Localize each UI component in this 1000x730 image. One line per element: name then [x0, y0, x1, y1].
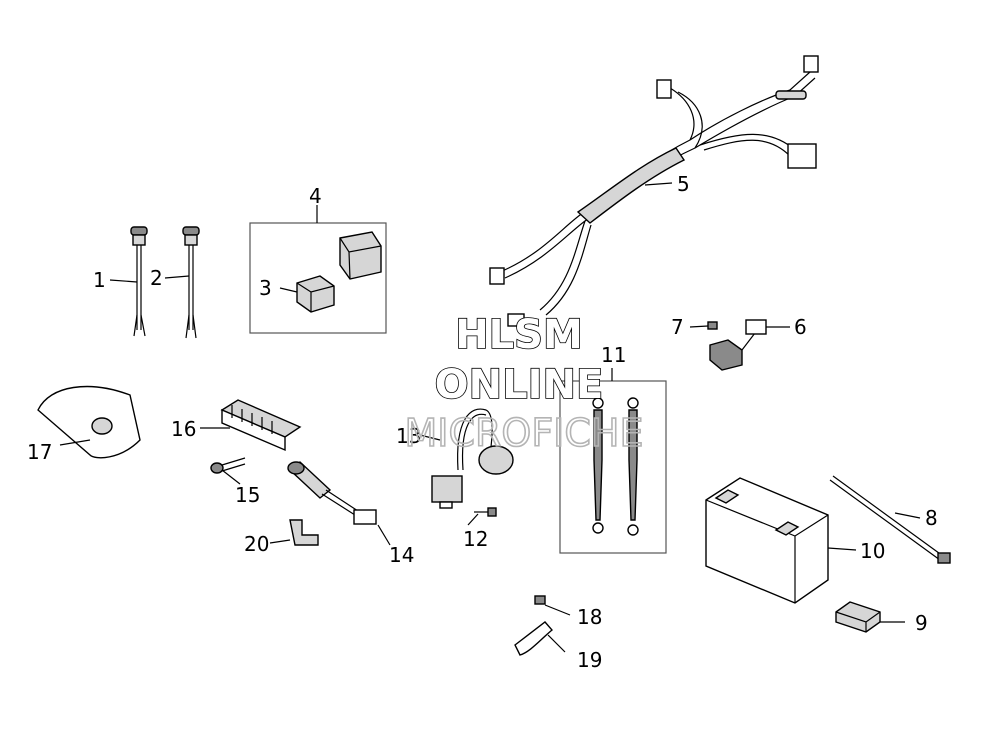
label-16: 16 — [171, 417, 196, 441]
part-labels: 1 2 3 4 5 6 7 8 9 10 11 12 13 14 15 16 1… — [27, 172, 938, 672]
part-16-regulator — [220, 399, 302, 452]
part-15-bolt — [210, 457, 246, 474]
watermark-line-2: ONLINE — [435, 362, 604, 408]
watermark: HLSM ONLINE MICROFICHE — [404, 311, 645, 456]
label-4: 4 — [309, 184, 322, 208]
part-14-connector — [287, 461, 377, 525]
label-15: 15 — [235, 483, 260, 507]
label-2: 2 — [150, 266, 163, 290]
part-12-bolt — [474, 507, 497, 517]
part-13-ignition-coil — [431, 408, 514, 509]
label-17: 17 — [27, 440, 52, 464]
part-8-strap — [829, 475, 951, 564]
label-13: 13 — [396, 424, 421, 448]
label-11: 11 — [601, 343, 626, 367]
part-18-bolt — [534, 595, 546, 605]
label-10: 10 — [860, 539, 885, 563]
label-1: 1 — [93, 268, 106, 292]
watermark-line-3: MICROFICHE — [404, 411, 643, 455]
part-4-box — [249, 205, 387, 334]
part-2-sensor — [182, 226, 200, 339]
label-8: 8 — [925, 506, 938, 530]
label-7: 7 — [671, 315, 684, 339]
leader-lines — [59, 182, 921, 653]
part-10-battery — [705, 477, 829, 604]
label-5: 5 — [677, 172, 690, 196]
part-6-starter-relay — [709, 319, 767, 371]
part-7-nut — [707, 321, 718, 330]
watermark-line-1: HLSM — [455, 312, 583, 358]
part-20-bracket — [289, 519, 319, 546]
label-9: 9 — [915, 611, 928, 635]
label-3: 3 — [259, 276, 272, 300]
part-9-block — [835, 601, 881, 633]
part-1-sensor — [130, 226, 148, 337]
label-20: 20 — [244, 532, 269, 556]
part-5-wiring-harness — [489, 55, 819, 327]
label-18: 18 — [577, 605, 602, 629]
label-6: 6 — [794, 315, 807, 339]
part-11-cables — [559, 368, 667, 554]
part-17-cover — [37, 385, 141, 459]
part-19-clamp — [514, 621, 553, 656]
label-12: 12 — [463, 527, 488, 551]
label-19: 19 — [577, 648, 602, 672]
label-14: 14 — [389, 543, 414, 567]
